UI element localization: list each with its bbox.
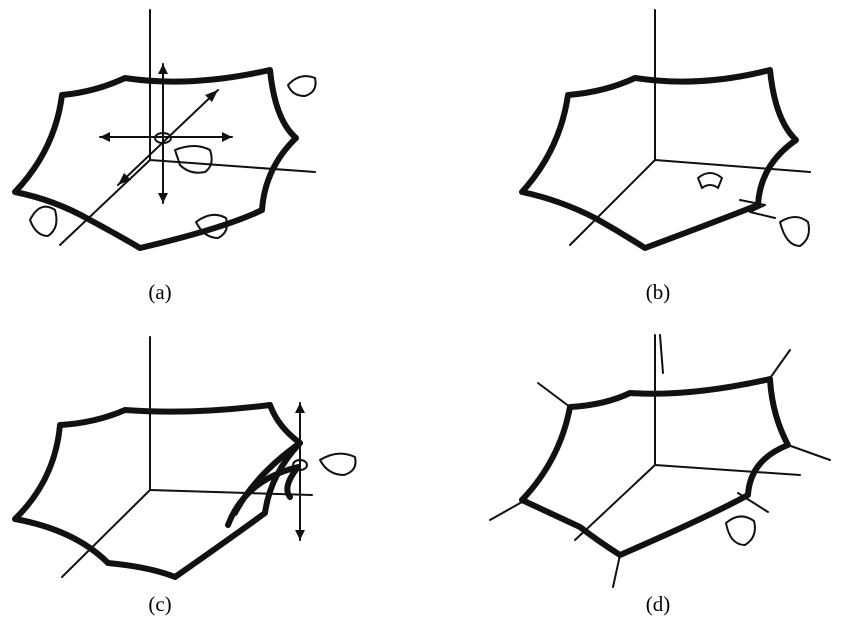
panel-b-drawing [519,9,811,251]
panel-c: (c) [0,315,420,630]
surface-outline [12,402,303,580]
control-handle-icon [154,132,172,144]
axis-depth [61,489,151,578]
axis-horizontal [654,464,801,476]
panel-a-drawing [12,9,317,251]
axis-depth [574,464,656,541]
motion-lines [739,199,776,219]
pointing-hand-icon [29,75,317,239]
surface-outline [519,67,799,251]
lifted-edge-2 [232,440,303,516]
axis-horizontal [149,489,313,496]
pointing-hand-icon [779,216,810,247]
control-handle-icon [292,459,308,471]
surface-outline [519,376,791,558]
move-arrows-icon [295,402,305,541]
magnet-icon [697,172,723,189]
pointing-hand-icon [319,452,357,476]
caption-b: (b) [645,280,671,304]
caption-c: (c) [148,592,172,616]
panel-d-drawing [489,334,831,588]
axis-depth [569,159,656,246]
panel-b: (b) [420,0,841,315]
axis-depth [59,159,151,246]
panel-a: (a) [0,0,420,315]
panel-c-drawing [12,336,357,580]
caption-a: (a) [148,280,172,304]
axis-horizontal [149,159,316,173]
caption-d: (d) [645,592,671,616]
pointing-hand-icon [725,515,756,546]
panel-d: (d) [420,315,841,630]
axis-horizontal [654,159,811,173]
surface-outline [12,67,299,251]
extension-lines [489,334,831,588]
